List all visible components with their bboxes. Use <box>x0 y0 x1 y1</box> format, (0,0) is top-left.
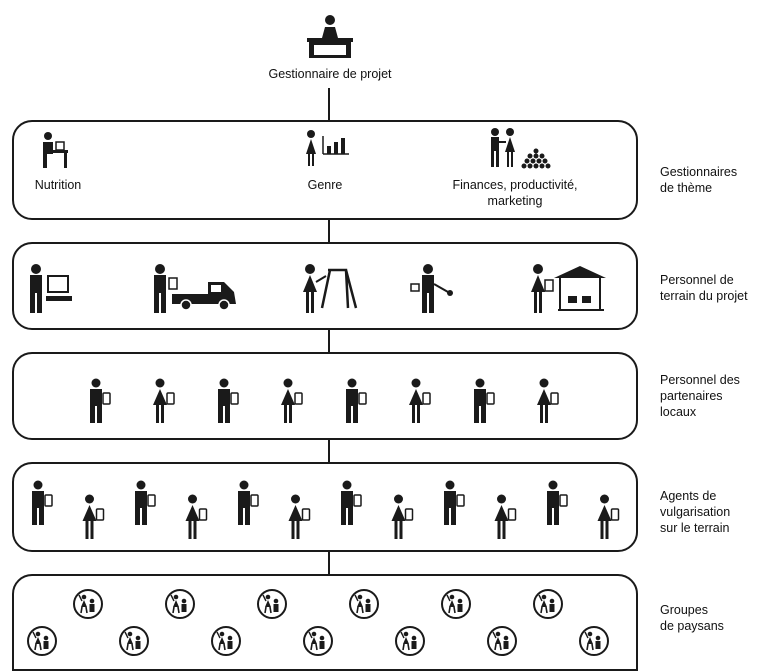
partner-staff-icon <box>537 378 559 423</box>
staff-market-stall-icon <box>531 264 606 313</box>
extension-agent-icon <box>288 494 311 539</box>
extension-agent-icon <box>238 480 259 525</box>
nutrition-desk-person-icon <box>43 132 68 168</box>
farmer-group-icon <box>119 626 149 656</box>
connector-line <box>328 440 330 462</box>
farmer-group-icon <box>27 626 57 656</box>
side-label-farmer-groups: Groupes de paysans <box>660 603 724 633</box>
farmer-groups-row <box>27 589 609 656</box>
farmer-group-icon <box>303 626 333 656</box>
farmer-group-icon <box>349 589 379 619</box>
connector-line <box>328 88 330 120</box>
partner-staff-icon <box>474 378 495 423</box>
farmer-group-icon <box>257 589 287 619</box>
side-label-local-partners: Personnel des partenaires locaux <box>660 373 740 419</box>
theme-label-gender: Genre <box>307 178 343 192</box>
partner-staff-icon <box>218 378 239 423</box>
farmer-group-icon <box>165 589 195 619</box>
gender-chart-person-icon <box>306 130 349 166</box>
side-label-project-field-staff: Personnel de terrain du projet <box>660 273 748 303</box>
partner-staff-icon <box>409 378 431 423</box>
connector-line <box>328 330 330 352</box>
farmer-group-icon <box>487 626 517 656</box>
farmer-group-icon <box>395 626 425 656</box>
extension-agent-icon <box>547 480 568 525</box>
tier-farmer-groups <box>12 574 638 671</box>
extension-agent-icon <box>185 494 208 539</box>
connector-line <box>328 552 330 574</box>
partner-staff-icon <box>346 378 367 423</box>
farmer-group-icon <box>73 589 103 619</box>
extension-agent-icon <box>444 480 465 525</box>
staff-board-icon <box>303 264 358 313</box>
extension-agent-icon <box>597 494 620 539</box>
extension-agent-icon <box>135 480 156 525</box>
side-label-theme-managers: Gestionnaires de thème <box>660 165 738 195</box>
extension-agents-row <box>32 480 620 539</box>
project-manager-label: Gestionnaire de projet <box>268 67 392 81</box>
extension-agent-icon <box>32 480 53 525</box>
farmer-group-icon <box>533 589 563 619</box>
tier-local-partner-staff <box>12 352 638 440</box>
staff-truck-icon <box>154 264 236 313</box>
local-partner-staff-row <box>90 378 559 423</box>
partner-staff-icon <box>90 378 111 423</box>
extension-agent-icon <box>494 494 517 539</box>
project-manager-desk-icon <box>307 15 353 58</box>
partner-staff-icon <box>281 378 303 423</box>
side-label-extension-agents: Agents de vulgarisation sur le terrain <box>660 489 731 535</box>
finances-handshake-coins-icon <box>491 128 551 169</box>
farmer-group-icon <box>211 626 241 656</box>
extension-agent-icon <box>82 494 105 539</box>
connector-line <box>328 220 330 242</box>
tier-extension-agents <box>12 462 638 552</box>
tier-theme-managers <box>12 120 638 220</box>
extension-agent-icon <box>341 480 362 525</box>
farmer-group-icon <box>441 589 471 619</box>
extension-agent-icon <box>391 494 414 539</box>
theme-label-nutrition: Nutrition <box>34 178 82 192</box>
farmer-group-icon <box>579 626 609 656</box>
partner-staff-icon <box>153 378 175 423</box>
theme-label-finances: Finances, productivité, marketing <box>452 178 578 208</box>
staff-tools-icon <box>410 264 453 313</box>
staff-computer-icon <box>30 264 72 313</box>
